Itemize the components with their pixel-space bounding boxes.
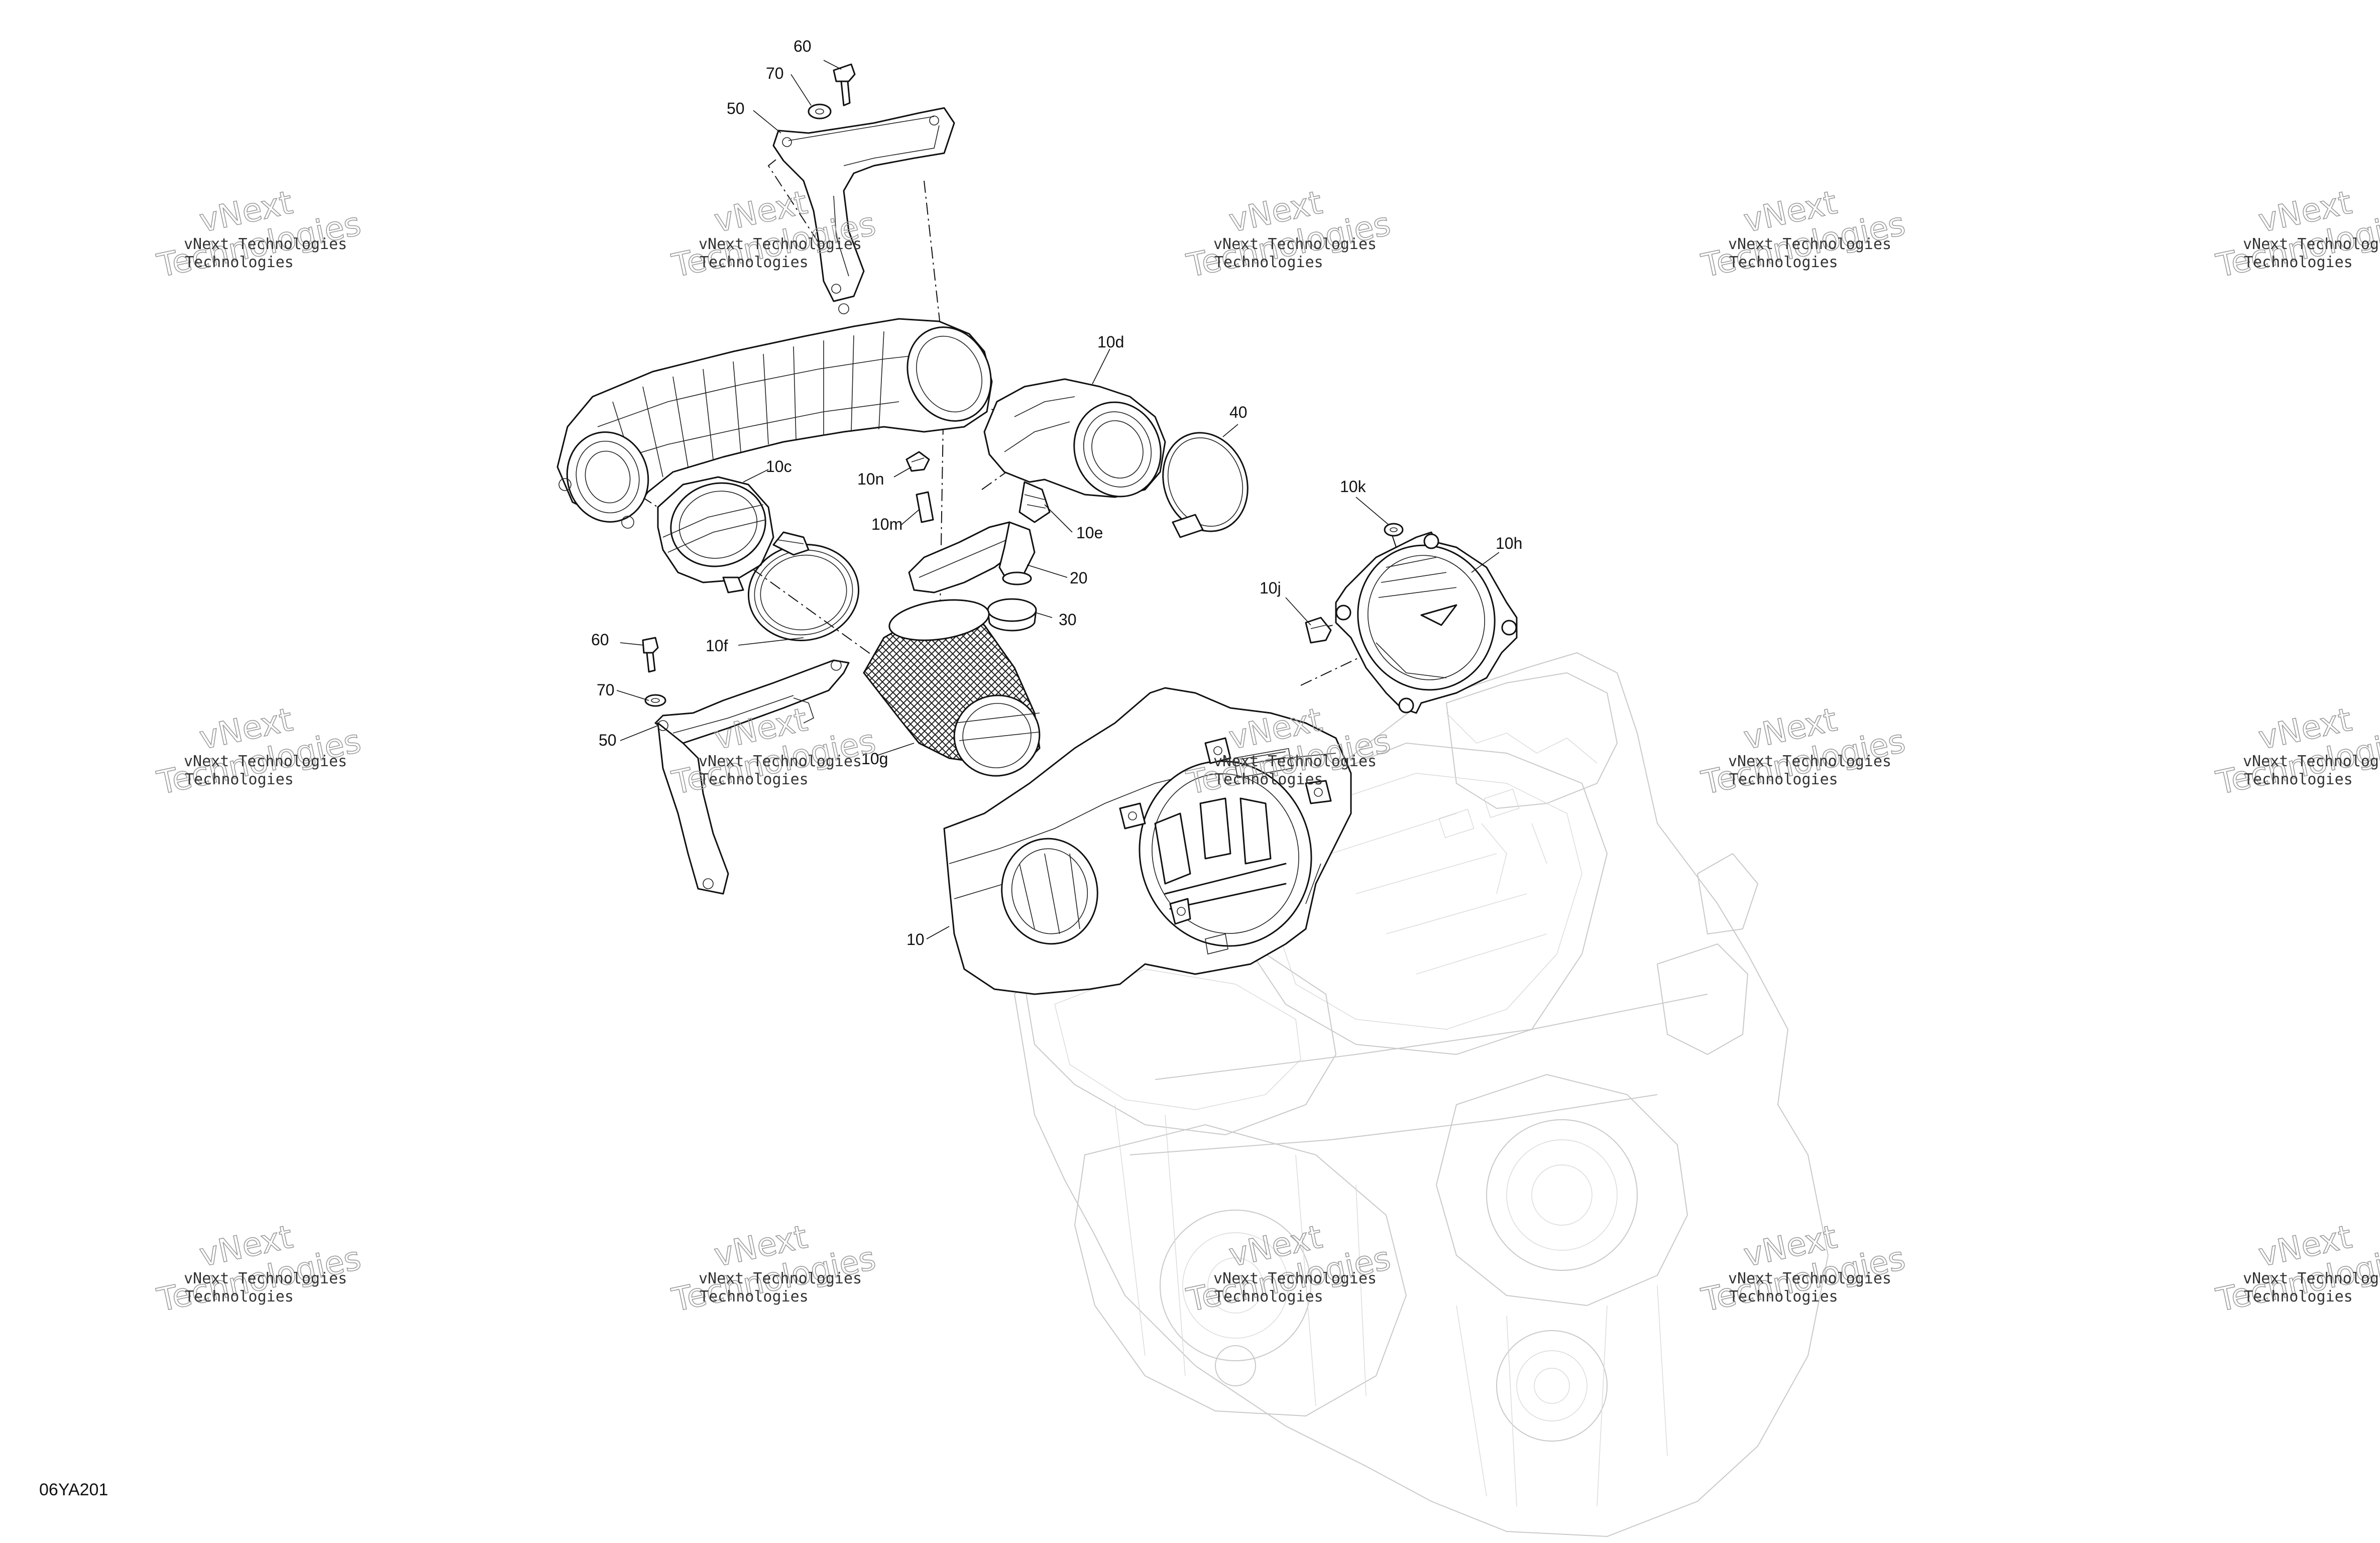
airbox-cover — [1335, 531, 1518, 714]
callout-50-upper: 50 — [727, 99, 745, 117]
callout-10d: 10d — [1097, 333, 1124, 351]
callout-10m: 10m — [871, 515, 902, 533]
callout-20: 20 — [1070, 569, 1088, 587]
watermark-small: vNext Technologies — [1213, 753, 1377, 770]
hose-clamp-right — [1162, 432, 1249, 538]
lower-bracket — [654, 659, 850, 895]
watermark-small-line2: Technologies — [2244, 1288, 2353, 1305]
watermark-small: vNext Technologies — [184, 753, 347, 770]
drain-hose — [908, 521, 1036, 594]
watermark-small-line2: Technologies — [1214, 1288, 1323, 1305]
callout-10k: 10k — [1340, 478, 1367, 496]
callout-30: 30 — [1059, 611, 1077, 629]
lower-bolt-and-washer — [642, 637, 666, 707]
upper-bracket — [772, 107, 955, 302]
callout-70-upper: 70 — [766, 64, 784, 82]
airbox-housing — [943, 687, 1352, 995]
rubber-coupler — [657, 476, 774, 594]
hose-clip — [905, 451, 930, 472]
hose-sleeve — [987, 598, 1037, 632]
watermark-small-line2: Technologies — [1729, 771, 1838, 788]
callout-10f: 10f — [706, 637, 728, 655]
watermark-small-line2: Technologies — [2244, 771, 2353, 788]
engine-ghost-outline — [1013, 652, 1829, 1537]
watermark-small: vNext Technologies — [1213, 235, 1377, 253]
check-valve-pin — [916, 491, 934, 523]
watermark-small-line2: Technologies — [700, 254, 809, 271]
diagram-reference-code: 06YA201 — [39, 1480, 108, 1499]
watermark-small-line2: Technologies — [185, 254, 294, 271]
watermark-small: vNext Technologies — [1728, 235, 1891, 253]
watermark-small: vNext Technologies — [184, 1270, 347, 1287]
callout-10n: 10n — [857, 470, 884, 488]
callout-10c: 10c — [766, 457, 792, 476]
intake-duct — [556, 303, 993, 529]
watermark-small: vNext Technologies — [2243, 753, 2380, 770]
watermark-small-line2: Technologies — [2244, 254, 2353, 271]
watermark-small: vNext Technologies — [699, 1270, 862, 1287]
cover-nut — [1384, 523, 1404, 537]
air-filter-element — [863, 599, 1041, 777]
callout-10j: 10j — [1260, 579, 1281, 597]
watermark-small-line2: Technologies — [1729, 254, 1838, 271]
watermark-small: vNext Technologies — [2243, 1270, 2380, 1287]
watermark-small-line2: Technologies — [1214, 254, 1323, 271]
watermark-small: vNext Technologies — [699, 753, 862, 770]
clamp-band — [747, 531, 860, 641]
callout-70-lower: 70 — [597, 681, 615, 699]
callout-60-lower: 60 — [591, 631, 609, 649]
watermark-small: vNext Technologies — [699, 235, 862, 253]
watermark-small-line2: Technologies — [700, 1288, 809, 1305]
watermark-small-line2: Technologies — [185, 771, 294, 788]
watermark-small-line2: Technologies — [1214, 771, 1323, 788]
watermark-small-line2: Technologies — [185, 1288, 294, 1305]
watermark-small-line2: Technologies — [700, 771, 809, 788]
callout-10g: 10g — [861, 750, 888, 768]
callout-10: 10 — [906, 930, 925, 948]
watermark-small: vNext Technologies — [1728, 1270, 1891, 1287]
callout-leaders — [616, 60, 1500, 939]
watermark-small-line2: Technologies — [1729, 1288, 1838, 1305]
callout-labels: 60 70 50 10d 40 10c 10n 10m 10e 20 30 10… — [591, 37, 1522, 948]
callout-60-upper: 60 — [794, 37, 812, 55]
upper-bolt-and-washer — [808, 63, 856, 120]
callout-50-lower: 50 — [599, 731, 617, 749]
watermark-small: vNext Technologies — [1213, 1270, 1377, 1287]
watermark-small: vNext Technologies — [2243, 235, 2380, 253]
watermark-small: vNext Technologies — [184, 235, 347, 253]
callout-10h: 10h — [1496, 534, 1522, 552]
callout-40: 40 — [1229, 403, 1248, 421]
elbow-adapter — [983, 378, 1166, 523]
callout-10e: 10e — [1076, 524, 1103, 542]
watermark-small: vNext Technologies — [1728, 753, 1891, 770]
cover-retaining-clip — [1305, 617, 1332, 644]
